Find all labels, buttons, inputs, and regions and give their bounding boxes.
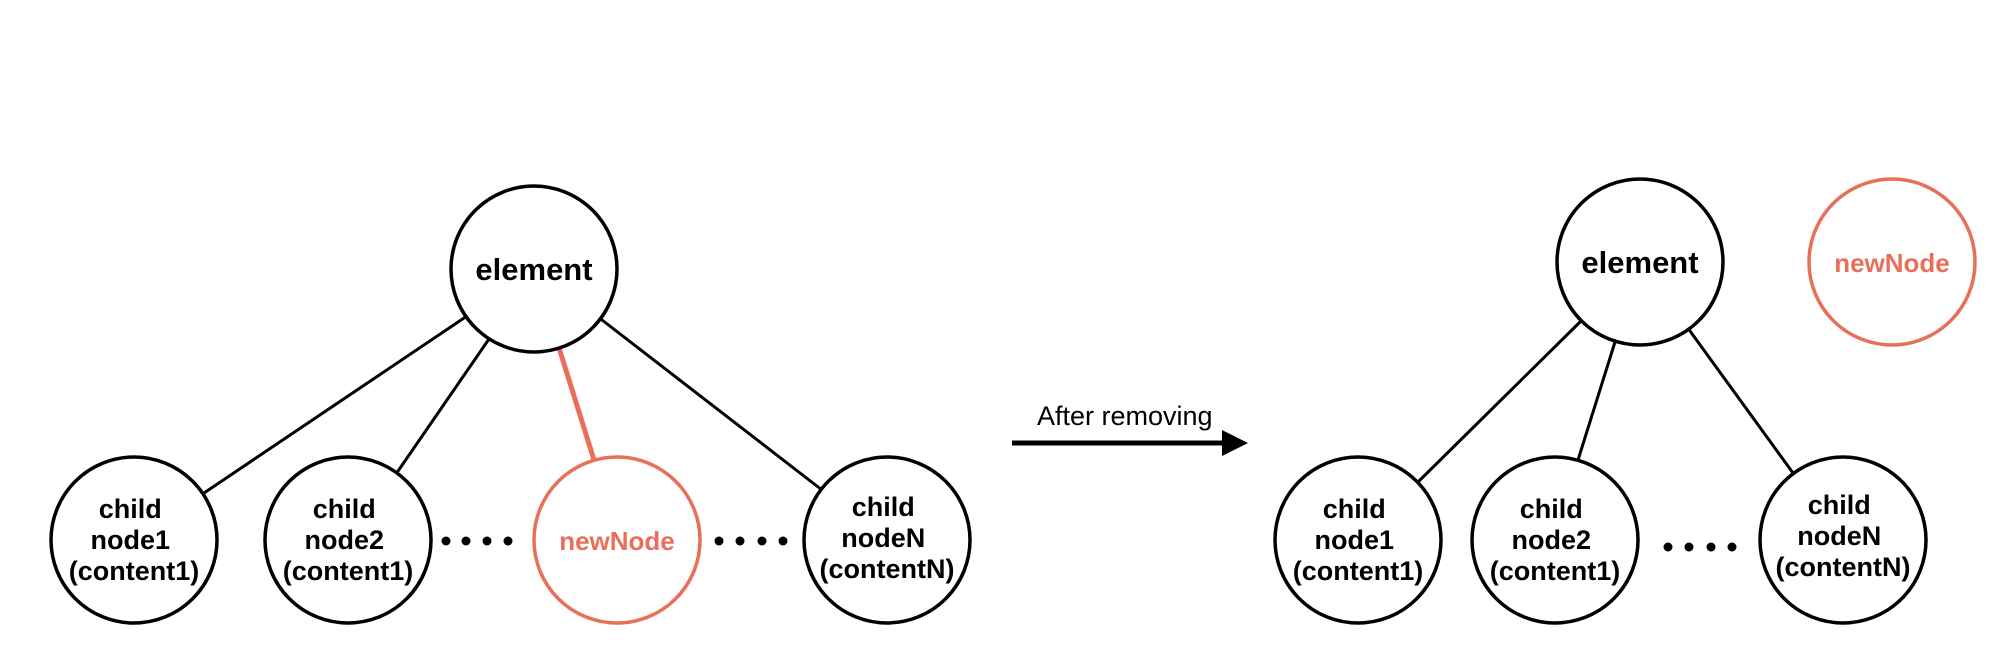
arrow-head-icon — [1222, 430, 1248, 456]
edge-element-childN — [600, 318, 824, 492]
after-element-node-label: element — [1581, 245, 1698, 280]
child-node2: child node2 (content1) — [263, 455, 433, 625]
after-child-nodeN-label: child nodeN (contentN) — [1776, 490, 1911, 582]
element-node-label: element — [475, 252, 592, 287]
child-node2-label: child node2 (content1) — [283, 494, 414, 586]
new-node-child: newNode — [532, 455, 702, 625]
child-nodeN-label: child nodeN (contentN) — [820, 492, 955, 584]
transition-label: After removing — [1037, 401, 1213, 431]
detached-new-node: newNode — [1807, 177, 1977, 347]
after-child-nodeN: child nodeN (contentN) — [1758, 455, 1928, 625]
child-nodeN: child nodeN (contentN) — [802, 455, 972, 625]
child-node1-label: child node1 (content1) — [69, 494, 200, 586]
child-node1: child node1 (content1) — [49, 455, 219, 625]
after-child-node2-label: child node2 (content1) — [1490, 494, 1621, 586]
new-node-child-label: newNode — [559, 526, 675, 556]
after-edge-element-child1 — [1416, 320, 1582, 484]
after-element-node: element — [1555, 177, 1725, 347]
ellipsis-right — [714, 536, 788, 546]
after-child-node1-label: child node1 (content1) — [1293, 494, 1424, 586]
detached-new-node-label: newNode — [1834, 248, 1950, 278]
edge-element-newnode — [557, 348, 597, 463]
edge-element-child2 — [394, 337, 491, 476]
transition-arrow: After removing — [1012, 401, 1248, 456]
after-edge-element-childN — [1688, 329, 1795, 475]
ellipsis-left — [441, 536, 513, 546]
element-node: element — [449, 184, 619, 354]
after-tree: element newNode child node1 (content1) c… — [1273, 177, 1977, 625]
before-tree: element child node1 (content1) child nod… — [49, 184, 972, 625]
edge-element-child1 — [202, 314, 469, 495]
after-child-node1: child node1 (content1) — [1273, 455, 1443, 625]
after-ellipsis — [1663, 542, 1737, 552]
after-child-node2: child node2 (content1) — [1470, 455, 1640, 625]
after-edge-element-child2 — [1576, 340, 1617, 462]
